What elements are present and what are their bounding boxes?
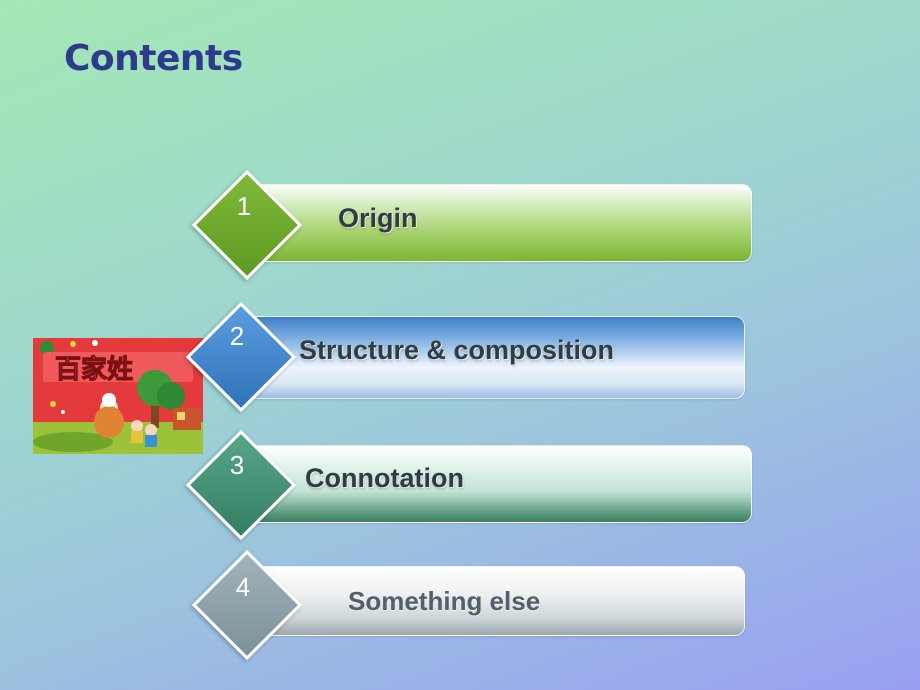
item-number-3: 3 <box>229 450 245 480</box>
item-label-structure: Structure & composition <box>299 335 615 365</box>
contents-item-something-else[interactable] <box>244 566 745 636</box>
item-label-something-else: Something else <box>348 586 541 616</box>
item-number-4: 4 <box>235 572 251 602</box>
book-cover-illustration: 百家姓 <box>33 338 203 454</box>
item-number-1: 1 <box>236 191 252 221</box>
item-number-2: 2 <box>229 321 245 351</box>
contents-item-origin[interactable] <box>244 184 752 262</box>
contents-item-connotation[interactable] <box>244 445 752 523</box>
book-title-text: 百家姓 <box>55 354 133 385</box>
slide-title: Contents <box>64 38 243 79</box>
item-label-connotation: Connotation <box>305 463 464 493</box>
item-label-origin: Origin <box>338 203 418 233</box>
book-cover-image: 百家姓 <box>33 338 203 454</box>
contents-item-structure[interactable] <box>240 316 745 399</box>
